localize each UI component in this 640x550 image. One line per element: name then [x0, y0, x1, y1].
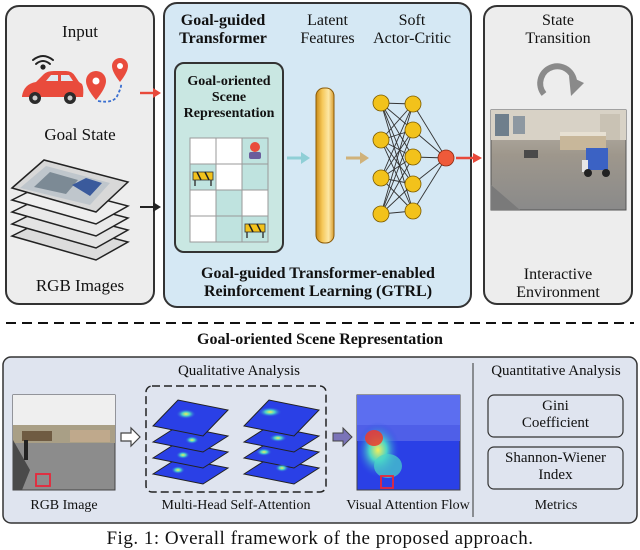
sac-label: Soft Actor-Critic [360, 12, 464, 49]
arrow-gtrl-to-environment [456, 153, 482, 163]
arrow-attention-to-flow [332, 426, 353, 448]
gosr-line1: Goal-oriented [187, 74, 271, 89]
latent-line2: Features [300, 30, 355, 48]
gini-label: Gini Coefficient [488, 398, 623, 433]
gosr-line2: Scene [211, 90, 247, 106]
gosr-label: Goal-oriented Scene Representation [174, 74, 284, 122]
analysis-panel [2, 356, 638, 524]
section-title: Goal-oriented Scene Representation [197, 331, 443, 348]
state-transition-label: State Transition [483, 12, 633, 49]
gtrl-line2: Reinforcement Learning (GTRL) [203, 283, 433, 301]
goal-robot-icon [249, 142, 261, 159]
gini-line2: Coefficient [521, 415, 590, 432]
gt-title-line1: Goal-guided [180, 12, 266, 29]
interactive-environment-label: Interactive Environment [483, 266, 633, 303]
gini-box [487, 394, 624, 438]
shannon-box [487, 446, 624, 490]
input-title: Input [62, 22, 98, 41]
latent-feature-bar [315, 87, 335, 244]
obstacle-barrier-icon [244, 223, 266, 238]
gt-title-line2: Transformer [179, 30, 267, 48]
latent-line1: Latent [307, 12, 348, 29]
qualitative-label: Qualitative Analysis [177, 363, 301, 379]
gt-title: Goal-guided Transformer [168, 12, 278, 49]
env-line1: Interactive [523, 266, 593, 283]
obstacle-barrier-icon [192, 171, 214, 186]
sw-line2: Index [538, 467, 573, 484]
mhsa-label: Multi-Head Self-Attention [161, 498, 311, 513]
refresh-icon [537, 63, 584, 96]
state-transition-line1: State [542, 12, 574, 29]
vaf-label: Visual Attention Flow [346, 498, 470, 513]
location-pin-icon [86, 58, 128, 103]
arrow-images-to-gtrl [140, 202, 161, 212]
arrow-goal-to-gtrl [140, 88, 161, 98]
gini-line1: Gini [542, 398, 569, 414]
visual-attention-flow-image [356, 394, 461, 491]
goal-state-label: Goal State [44, 125, 116, 144]
rgb-images-label: RGB Images [35, 276, 125, 295]
sac-line1: Soft [398, 12, 426, 29]
car-icon [22, 71, 84, 104]
gosr-line3: Representation [183, 106, 275, 122]
sac-line2: Actor-Critic [373, 30, 451, 48]
rgb-image-thumbnail [12, 394, 116, 491]
env-line2: Environment [516, 284, 600, 302]
attention-map-stack-right [242, 399, 321, 485]
network-neurons [372, 94, 455, 223]
metrics-label: Metrics [534, 498, 578, 513]
latent-features-label: Latent Features [285, 12, 370, 49]
arrow-features-to-sac [346, 152, 369, 164]
figure-caption: Fig. 1: Overall framework of the propose… [106, 528, 534, 549]
wifi-icon [32, 55, 54, 70]
environment-scene-image [490, 109, 627, 211]
rgb-image-label: RGB Image [30, 498, 98, 513]
quantitative-label: Quantitative Analysis [491, 363, 621, 379]
arrow-image-to-attention [120, 426, 141, 448]
shannon-label: Shannon-Wiener Index [488, 450, 623, 485]
arrow-scene-to-features [287, 152, 310, 164]
attention-map-stack-left [151, 399, 230, 485]
rgb-image-stack-icon [9, 159, 130, 261]
state-transition-line2: Transition [525, 30, 591, 48]
attention-stack-box [145, 385, 327, 493]
sw-line1: Shannon-Wiener [504, 450, 607, 466]
gtrl-label: Goal-guided Transformer-enabled Reinforc… [165, 265, 471, 302]
gtrl-line1: Goal-guided Transformer-enabled [201, 265, 435, 282]
